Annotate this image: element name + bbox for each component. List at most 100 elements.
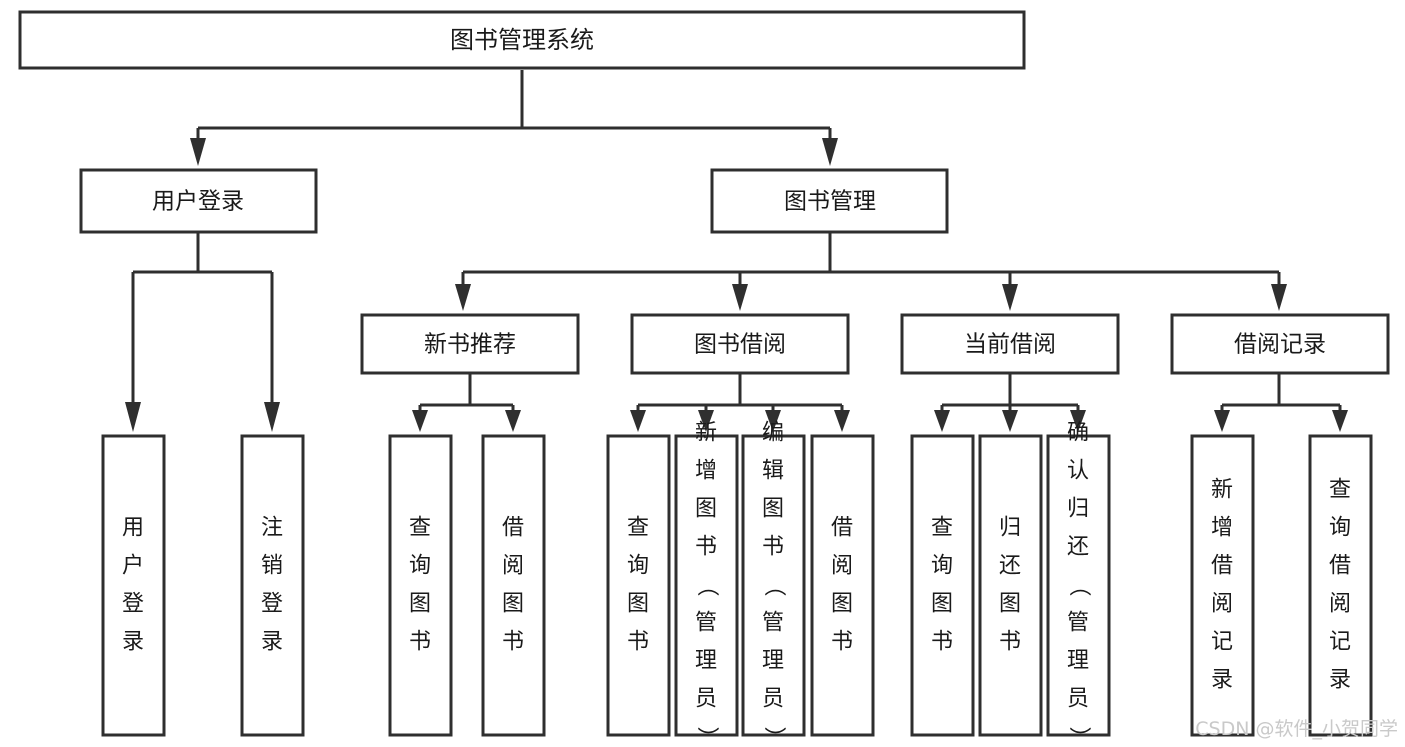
leaf-label-char: 查 — [409, 516, 431, 541]
leaf-label-char: 辑 — [762, 459, 784, 484]
leaf-label-char: 新 — [1211, 478, 1233, 503]
leaf-label-char: ） — [1066, 726, 1091, 747]
leaf-label-char: （ — [694, 574, 719, 596]
leaf-label-char: 图 — [502, 592, 524, 617]
arrow-head-leaf-confirm-return — [1070, 410, 1086, 432]
leaf-label-char: 借 — [831, 516, 853, 541]
leaf-label-char: 查 — [627, 516, 649, 541]
leaf-box-query-book-1[interactable] — [388, 434, 453, 737]
node-book-management-box[interactable] — [710, 168, 949, 234]
leaf-node[interactable]: 用户登录 — [101, 434, 166, 737]
leaf-label-char: 编 — [762, 421, 784, 446]
node-root-system[interactable]: 图书管理系统 — [18, 10, 1026, 70]
leaf-box-add-record[interactable] — [1190, 434, 1255, 737]
leaf-label-char: ） — [761, 726, 786, 747]
arrow-head-leaf-borrow-book-1 — [505, 410, 521, 432]
leaf-label-char: 管 — [762, 611, 784, 636]
arrow-head-current-borrow — [1002, 284, 1018, 311]
leaf-box-edit-book[interactable] — [741, 434, 806, 737]
leaf-label-char: 员 — [1067, 687, 1089, 712]
leaf-box-query-record[interactable] — [1308, 434, 1373, 737]
leaf-label-char: 还 — [999, 554, 1021, 579]
node-current-borrow[interactable]: 当前借阅 — [900, 313, 1120, 375]
leaf-box-add-book[interactable] — [674, 434, 739, 737]
arrow-head-book-management — [822, 138, 838, 166]
node-root-system-box[interactable] — [18, 10, 1026, 70]
node-borrow-records-box[interactable] — [1170, 313, 1390, 375]
leaf-label-char: 注 — [261, 516, 283, 541]
leaf-label-char: 图 — [627, 592, 649, 617]
leaf-box-user-login[interactable] — [101, 434, 166, 737]
leaf-label-char: 阅 — [1211, 592, 1233, 617]
leaf-label-char: 书 — [409, 630, 431, 655]
leaf-label-char: 书 — [502, 630, 524, 655]
leaf-label-char: 理 — [695, 649, 717, 674]
leaf-label-char: 阅 — [502, 554, 524, 579]
leaf-label-char: 还 — [1067, 535, 1089, 560]
leaf-label-char: 询 — [931, 554, 953, 579]
leaf-label-char: 图 — [999, 592, 1021, 617]
leaf-box-logout[interactable] — [240, 434, 305, 737]
arrow-head-leaf-borrow-book-2 — [834, 410, 850, 432]
leaf-label-char: 理 — [1067, 649, 1089, 674]
arrow-head-leaf-user-login — [125, 402, 141, 432]
connector-group-root — [190, 70, 838, 166]
leaf-label-char: 阅 — [831, 554, 853, 579]
node-book-borrow[interactable]: 图书借阅 — [630, 313, 850, 375]
node-current-borrow-box[interactable] — [900, 313, 1120, 375]
node-book-borrow-box[interactable] — [630, 313, 850, 375]
leaf-label-char: 销 — [261, 554, 283, 579]
leaf-label-char: 查 — [931, 516, 953, 541]
leaf-label-char: 增 — [695, 459, 717, 484]
leaf-label-char: 录 — [122, 630, 144, 655]
leaf-label-char: 查 — [1329, 478, 1351, 503]
leaf-label-char: 图 — [931, 592, 953, 617]
leaf-label-char: 书 — [627, 630, 649, 655]
leaf-label-char: 确 — [1067, 421, 1089, 446]
leaf-label-char: 记 — [1329, 630, 1351, 655]
node-book-management-label: 图书管理 — [784, 189, 876, 215]
leaf-label-char: 归 — [1067, 497, 1089, 522]
leaf-label-char: 员 — [762, 687, 784, 712]
leaf-box-borrow-book-2[interactable] — [810, 434, 875, 737]
leaf-box-return-book[interactable] — [978, 434, 1043, 737]
leaf-label-char: 书 — [831, 630, 853, 655]
leaf-box-borrow-book-1[interactable] — [481, 434, 546, 737]
leaf-label-char: 理 — [762, 649, 784, 674]
node-new-book-recommend[interactable]: 新书推荐 — [360, 313, 580, 375]
leaf-box-confirm-return[interactable] — [1046, 434, 1111, 737]
leaf-label-char: 询 — [1329, 516, 1351, 541]
leaf-label-char: 书 — [931, 630, 953, 655]
node-user-login[interactable]: 用户登录 — [79, 168, 318, 234]
arrow-head-book-borrow — [732, 284, 748, 311]
connector-group-book-management — [455, 232, 1287, 311]
leaf-label-char: 书 — [695, 535, 717, 560]
node-book-borrow-label: 图书借阅 — [694, 332, 786, 358]
arrow-head-leaf-query-record — [1332, 410, 1348, 432]
leaf-label-char: 询 — [627, 554, 649, 579]
leaf-box-query-book-2[interactable] — [606, 434, 671, 737]
node-borrow-records[interactable]: 借阅记录 — [1170, 313, 1390, 375]
node-new-book-recommend-box[interactable] — [360, 313, 580, 375]
arrow-head-leaf-query-book-2 — [630, 410, 646, 432]
node-book-management[interactable]: 图书管理 — [710, 168, 949, 234]
leaf-box-query-book-3[interactable] — [910, 434, 975, 737]
arrow-head-leaf-query-book-1 — [412, 410, 428, 432]
leaf-label-char: 管 — [695, 611, 717, 636]
leaf-label-char: 书 — [999, 630, 1021, 655]
leaf-label-char: 借 — [1329, 554, 1351, 579]
node-user-login-box[interactable] — [79, 168, 318, 234]
arrow-head-new-book-recommend — [455, 284, 471, 311]
